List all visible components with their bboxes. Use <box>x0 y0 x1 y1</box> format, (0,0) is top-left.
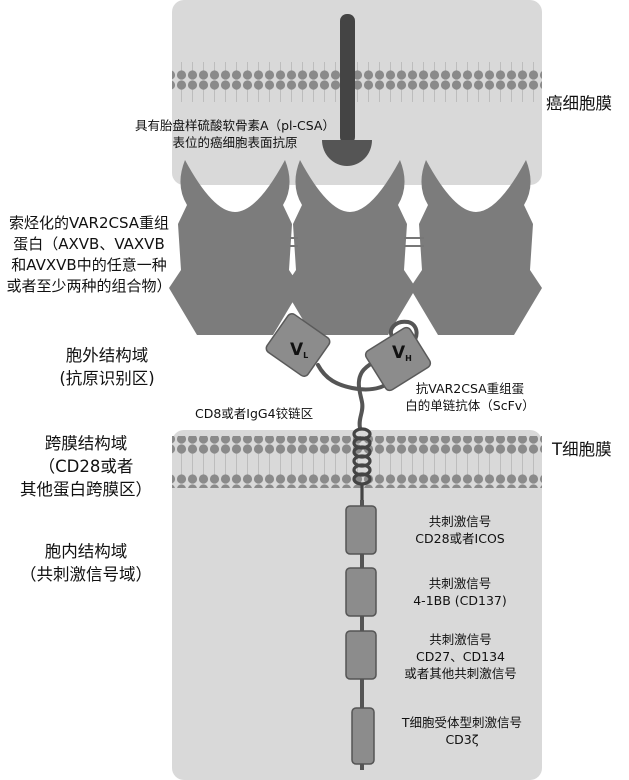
costim3-label-line1: 共刺激信号 <box>388 631 533 648</box>
costim-domain-2 <box>346 568 376 616</box>
costim3-label-line2: CD27、CD134 <box>388 648 533 665</box>
transmembrane-domain-label: 跨膜结构域 （CD28或者 其他蛋白跨膜区） <box>0 432 172 501</box>
antigen-label: 具有胎盘样硫酸软骨素A（pl-CSA） 表位的癌细胞表面抗原 <box>135 117 335 151</box>
costim-domain-3 <box>346 631 376 679</box>
cancer-cell-membrane <box>172 62 542 102</box>
intracellular-label-line2: （共刺激信号域） <box>0 563 172 586</box>
hinge-label: CD8或者IgG4铰链区 <box>195 405 313 422</box>
transmembrane-label-line2: （CD28或者 <box>0 455 172 478</box>
extracellular-label-line1: 胞外结构域 <box>42 344 172 367</box>
costim2-label: 共刺激信号 4-1BB (CD137) <box>400 575 520 609</box>
transmembrane-label-line3: 其他蛋白跨膜区） <box>0 478 172 501</box>
intracellular-domain-label: 胞内结构域 （共刺激信号域） <box>0 540 172 586</box>
costim1-label: 共刺激信号 CD28或者ICOS <box>400 513 520 547</box>
tcr-label: T细胞受体型刺激信号 CD3ζ <box>382 714 542 748</box>
antigen-label-line1: 具有胎盘样硫酸软骨素A（pl-CSA） <box>135 117 335 134</box>
extracellular-domain-label: 胞外结构域 (抗原识别区) <box>42 344 172 390</box>
costim-domain-1 <box>346 506 376 554</box>
intracellular-label-line1: 胞内结构域 <box>0 540 172 563</box>
costim3-label-line3: 或者其他共刺激信号 <box>388 665 533 682</box>
cancer-membrane-label: 癌细胞膜 <box>546 92 612 115</box>
t-membrane-label: T细胞膜 <box>552 438 612 461</box>
var2csa-protein-left <box>169 160 301 335</box>
costim1-label-line1: 共刺激信号 <box>400 513 520 530</box>
var2csa-protein-right <box>410 160 542 335</box>
var2csa-label-line2: 蛋白（AXVB、VAXVB <box>4 234 174 255</box>
var2csa-label-line3: 和AVXVB中的任意一种 <box>4 255 174 276</box>
cd3zeta-domain <box>352 708 374 764</box>
costim2-label-line1: 共刺激信号 <box>400 575 520 592</box>
var2csa-label-line4: 或者至少两种的组合物） <box>4 276 174 297</box>
scfv-label-line2: 白的单链抗体（ScFv） <box>395 397 545 414</box>
var2csa-protein-middle <box>284 160 416 335</box>
transmembrane-label-line1: 跨膜结构域 <box>0 432 172 455</box>
var2csa-label-line1: 索烃化的VAR2CSA重组 <box>4 213 174 234</box>
var2csa-label: 索烃化的VAR2CSA重组 蛋白（AXVB、VAXVB 和AVXVB中的任意一种… <box>4 213 174 297</box>
scfv-label-line1: 抗VAR2CSA重组蛋 <box>395 380 545 397</box>
costim1-label-line2: CD28或者ICOS <box>400 530 520 547</box>
tcr-label-line2: CD3ζ <box>382 731 542 748</box>
extracellular-label-line2: (抗原识别区) <box>42 367 172 390</box>
antigen-label-line2: 表位的癌细胞表面抗原 <box>135 134 335 151</box>
costim3-label: 共刺激信号 CD27、CD134 或者其他共刺激信号 <box>388 631 533 682</box>
t-cell-membrane <box>172 436 542 488</box>
tcr-label-line1: T细胞受体型刺激信号 <box>382 714 542 731</box>
costim2-label-line2: 4-1BB (CD137) <box>400 592 520 609</box>
scfv-label: 抗VAR2CSA重组蛋 白的单链抗体（ScFv） <box>395 380 545 414</box>
